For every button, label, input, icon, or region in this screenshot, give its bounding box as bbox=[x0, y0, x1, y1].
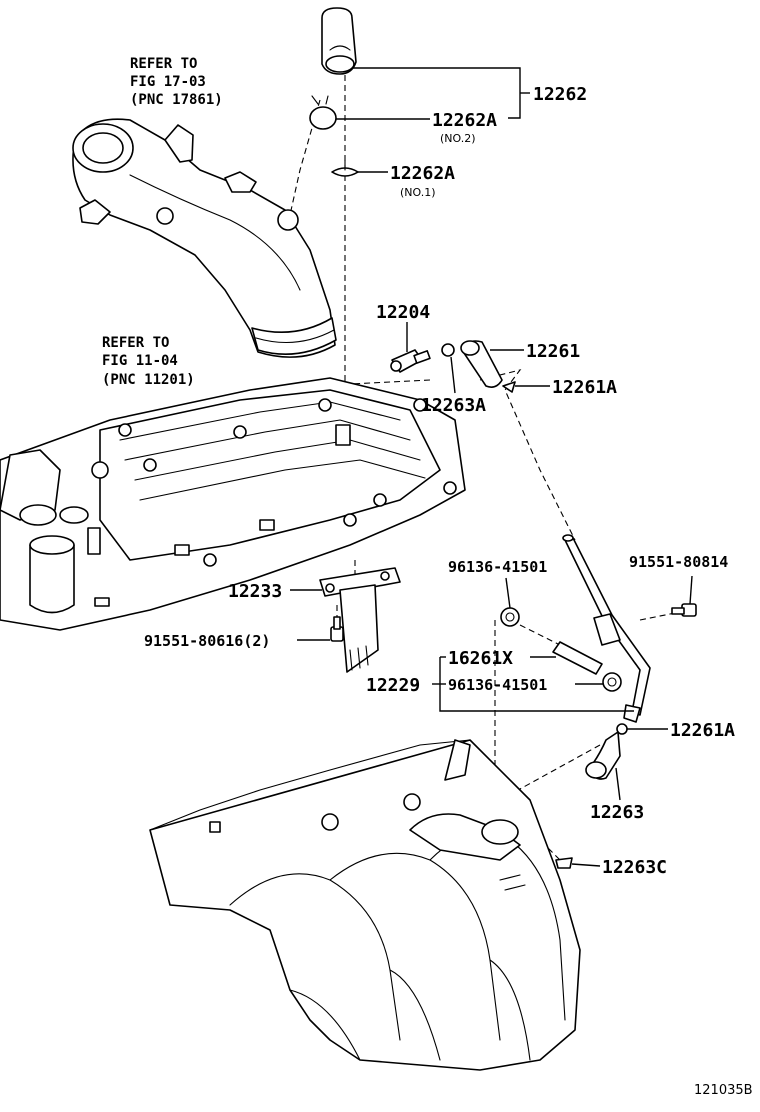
hose-12262 bbox=[321, 7, 357, 75]
label-12262A-no2: 12262A bbox=[432, 110, 497, 131]
diagram-id: 121035B bbox=[694, 1083, 753, 1098]
bracket-12233 bbox=[319, 567, 401, 673]
label-12261A-bottom: 12261A bbox=[670, 720, 735, 741]
bolt-91551-80616 bbox=[330, 616, 344, 642]
ref2-line3: (PNC 11201) bbox=[102, 372, 195, 388]
leader-lines bbox=[290, 67, 693, 867]
grommet-no2 bbox=[309, 95, 337, 130]
note-no2: (NO.2) bbox=[440, 132, 476, 145]
label-96136-top: 96136-41501 bbox=[448, 558, 547, 576]
reference-2: REFER TO FIG 11-04 (PNC 11201) bbox=[102, 335, 195, 388]
ventilation-pipe bbox=[562, 534, 651, 723]
label-12261A-top: 12261A bbox=[552, 377, 617, 398]
air-intake-duct bbox=[72, 118, 337, 358]
ref1-line3: (PNC 17861) bbox=[130, 92, 223, 108]
clamp-12261A-top bbox=[502, 381, 516, 393]
label-12263C: 12263C bbox=[602, 857, 667, 878]
clamp-96136-bottom bbox=[602, 672, 622, 692]
label-16261X: 16261X bbox=[448, 648, 513, 669]
ref1-line1: REFER TO bbox=[130, 56, 197, 72]
label-12204: 12204 bbox=[376, 302, 430, 323]
label-12263A: 12263A bbox=[421, 395, 486, 416]
label-12263: 12263 bbox=[590, 802, 644, 823]
ref2-line1: REFER TO bbox=[102, 335, 169, 351]
ref1-line2: FIG 17-03 bbox=[130, 74, 206, 90]
cylinder-head bbox=[0, 377, 466, 631]
label-12262: 12262 bbox=[533, 84, 587, 105]
hose-12261 bbox=[460, 340, 503, 388]
grommet-no1 bbox=[331, 159, 359, 177]
note-no1: (NO.1) bbox=[400, 186, 436, 199]
label-96136-bottom: 96136-41501 bbox=[448, 676, 547, 694]
label-12229: 12229 bbox=[366, 675, 420, 696]
bolt-91551-80814 bbox=[671, 603, 697, 617]
intake-manifold bbox=[149, 739, 581, 1071]
clamp-96136-top bbox=[500, 607, 520, 627]
clamp-12263C bbox=[555, 857, 573, 869]
label-12261: 12261 bbox=[526, 341, 580, 362]
label-91551-80616: 91551-80616(2) bbox=[144, 632, 270, 650]
label-91551-80814: 91551-80814 bbox=[629, 553, 728, 571]
ref2-line2: FIG 11-04 bbox=[102, 353, 178, 369]
clamp-12263A bbox=[441, 343, 455, 357]
hose-16261X bbox=[552, 641, 603, 675]
hose-12263 bbox=[585, 731, 621, 780]
label-12262A-no1: 12262A bbox=[390, 163, 455, 184]
label-12233: 12233 bbox=[228, 581, 282, 602]
reference-1: REFER TO FIG 17-03 (PNC 17861) bbox=[130, 56, 223, 108]
pcv-valve-12204 bbox=[390, 349, 431, 373]
